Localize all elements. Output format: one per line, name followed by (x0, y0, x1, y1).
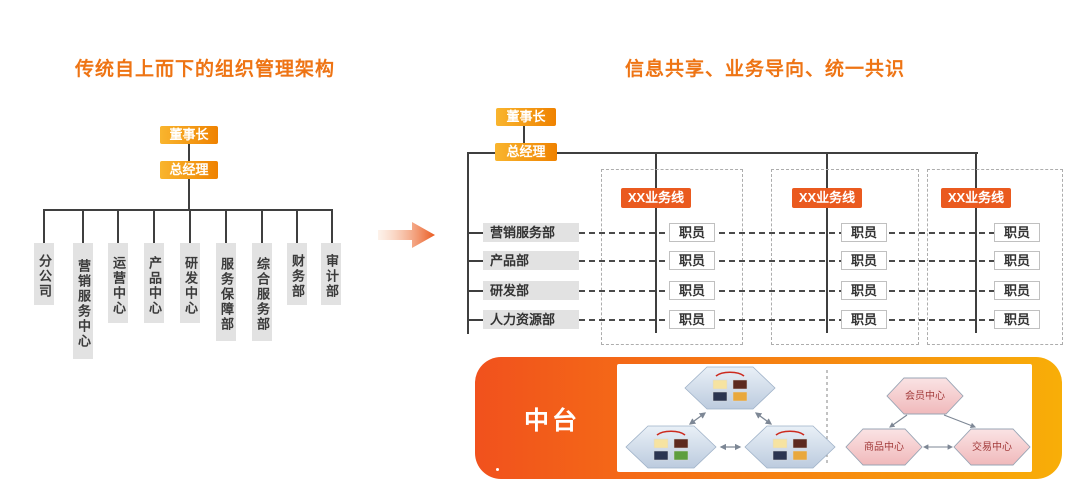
staff-box: 职员 (669, 310, 715, 329)
connector-line (117, 209, 119, 243)
connector-line (43, 209, 45, 243)
staff-box: 职员 (669, 251, 715, 270)
right-chairman-node: 董事长 (496, 108, 556, 126)
business-line-header: XX业务线 (792, 188, 862, 208)
dept-box: 运营中心 (108, 243, 128, 323)
dept-box: 产品中心 (144, 243, 164, 323)
staff-box: 职员 (994, 281, 1040, 300)
member-center-hexagon (886, 377, 964, 415)
staff-box: 职员 (994, 251, 1040, 270)
connector-line (975, 154, 977, 333)
middle-platform-label: 中台 (523, 407, 580, 435)
hexagon-bottom-left (625, 425, 717, 469)
product-center-label: 商品中心 (864, 440, 904, 453)
connector-line (468, 319, 483, 321)
row-dashed-line (579, 232, 995, 234)
connector-line (188, 179, 190, 209)
dept-box: 审计部 (321, 243, 341, 305)
business-line-column (771, 169, 919, 345)
connector-line (331, 209, 333, 243)
business-line-column (927, 169, 1063, 345)
business-line-column (601, 169, 743, 345)
staff-box: 职员 (841, 310, 887, 329)
dept-box: 研发中心 (180, 243, 200, 323)
connector-line (43, 209, 333, 211)
dept-row: 营销服务部 (483, 223, 579, 242)
connector-line (655, 154, 657, 333)
left-chairman-node: 董事长 (160, 126, 218, 144)
staff-box: 职员 (994, 223, 1040, 242)
dept-box: 综合服务部 (252, 243, 272, 341)
link-arrow (943, 414, 977, 428)
business-line-header: XX业务线 (621, 188, 691, 208)
dept-row: 人力资源部 (483, 310, 579, 329)
link-arrow (754, 412, 773, 425)
staff-box: 职员 (669, 223, 715, 242)
connector-line (467, 152, 978, 154)
connector-line (153, 209, 155, 243)
brand-thumbnails (653, 430, 689, 461)
right-general-manager-node: 总经理 (495, 143, 557, 161)
connector-line (82, 209, 84, 243)
connector-line (468, 290, 483, 292)
trade-center-label: 交易中心 (972, 440, 1012, 453)
business-line-header: XX业务线 (941, 188, 1011, 208)
connector-line (225, 209, 227, 243)
transition-arrow-icon (378, 222, 435, 248)
dept-box: 营销服务中心 (73, 243, 93, 359)
dept-box: 财务部 (287, 243, 307, 305)
shared-centers-diagram: 会员中心 商品中心 交易中心 (845, 377, 1031, 466)
brand-thumbnails (712, 371, 748, 402)
product-center-hexagon (845, 428, 923, 466)
connector-line (261, 209, 263, 243)
connector-line (296, 209, 298, 243)
brand-thumbnails (772, 430, 808, 461)
staff-box: 职员 (841, 251, 887, 270)
connector-line (468, 232, 483, 234)
staff-box: 职员 (841, 223, 887, 242)
ecosystem-hexagon-cluster (625, 366, 836, 469)
dot (496, 468, 499, 471)
hexagon-top (684, 366, 776, 410)
connector-line (826, 154, 828, 333)
dept-box: 服务保障部 (216, 243, 236, 341)
hexagon-bottom-right (744, 425, 836, 469)
member-center-label: 会员中心 (905, 389, 945, 402)
left-general-manager-node: 总经理 (160, 161, 218, 179)
right-chart-title: 信息共享、业务导向、统一共识 (624, 59, 905, 80)
staff-box: 职员 (841, 281, 887, 300)
connector-line (523, 126, 525, 144)
dept-row: 产品部 (483, 251, 579, 270)
dept-box: 分公司 (34, 243, 54, 305)
row-dashed-line (579, 290, 995, 292)
link-arrow (889, 414, 908, 428)
middle-platform-diagrams: 会员中心 商品中心 交易中心 (625, 366, 1031, 469)
row-dashed-line (579, 260, 995, 262)
row-dashed-line (579, 319, 995, 321)
connector-line (467, 152, 469, 334)
dept-row: 研发部 (483, 281, 579, 300)
staff-box: 职员 (669, 281, 715, 300)
connector-line (468, 260, 483, 262)
connector-line (188, 144, 190, 161)
trade-center-hexagon (953, 428, 1031, 466)
left-chart-title: 传统自上而下的组织管理架构 (74, 59, 335, 80)
link-arrow (688, 412, 707, 425)
staff-box: 职员 (994, 310, 1040, 329)
connector-line (189, 209, 191, 243)
